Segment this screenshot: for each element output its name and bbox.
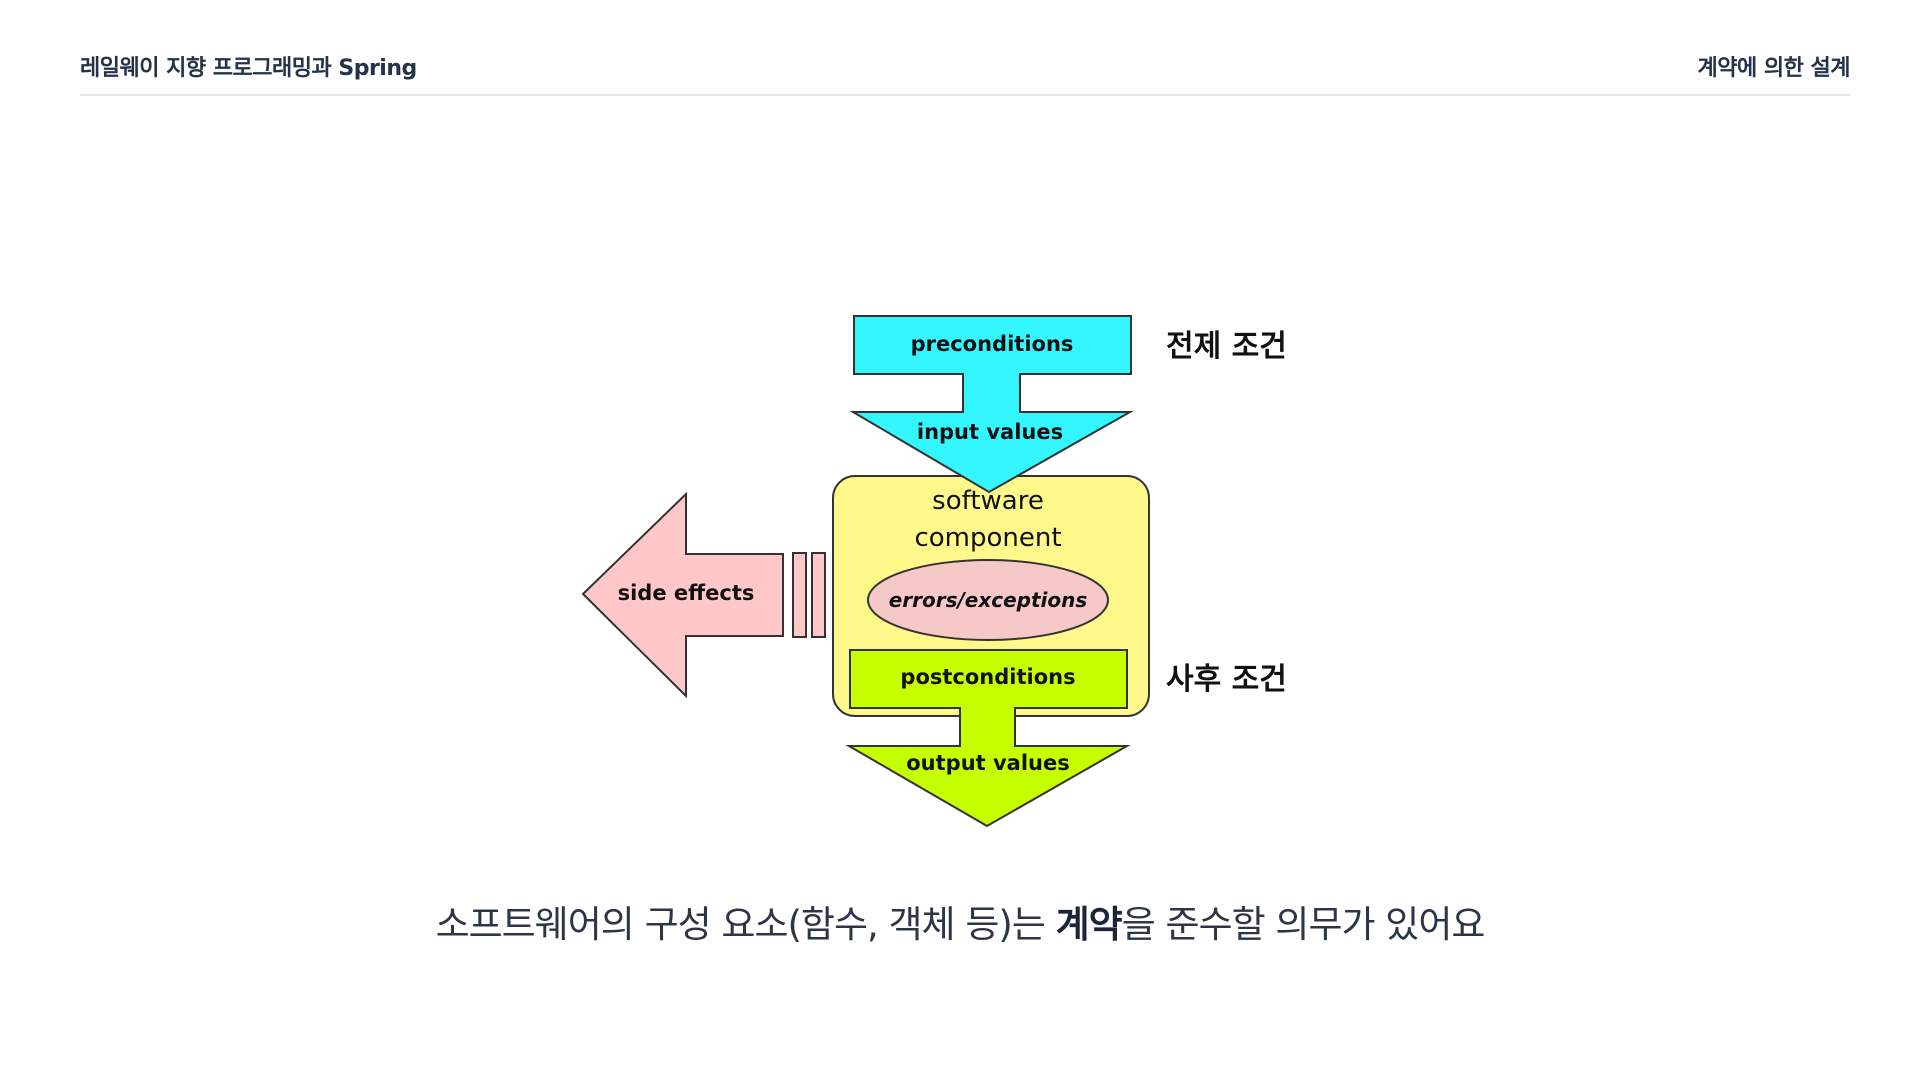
header: 레일웨이 지향 프로그래밍과 Spring 계약에 의한 설계 (80, 46, 1850, 96)
postconditions-arrow (845, 649, 1131, 828)
caption-emphasis: 계약 (1055, 903, 1123, 946)
presentation-title: 레일웨이 지향 프로그래밍과 Spring (80, 56, 417, 81)
output-values-label: output values (906, 751, 1070, 775)
preconditions-arrow (849, 315, 1134, 494)
preconditions-label: preconditions (911, 332, 1074, 356)
postcondition-korean-label: 사후 조건 (1166, 662, 1287, 697)
postconditions-label: postconditions (900, 665, 1075, 689)
precondition-korean-label: 전제 조건 (1166, 329, 1287, 364)
errors-exceptions-label: errors/exceptions (889, 588, 1088, 612)
caption-text-after: 을 준수할 의무가 있어요 (1121, 903, 1486, 946)
side-effects-bar-1 (792, 552, 807, 638)
side-effects-label: side effects (618, 581, 755, 605)
side-effects-bar-2 (811, 552, 826, 638)
software-label-line1: software (932, 486, 1044, 516)
software-label-line2: component (914, 523, 1061, 553)
input-values-label: input values (917, 420, 1063, 444)
errors-exceptions-ellipse (867, 559, 1109, 641)
side-effects-arrow (581, 491, 784, 699)
slide-caption: 소프트웨어의 구성 요소(함수, 객체 등)는 계약을 준수할 의무가 있어요 (0, 894, 1920, 948)
caption-text-before: 소프트웨어의 구성 요소(함수, 객체 등)는 (435, 903, 1056, 946)
section-title: 계약에 의한 설계 (1697, 56, 1851, 81)
